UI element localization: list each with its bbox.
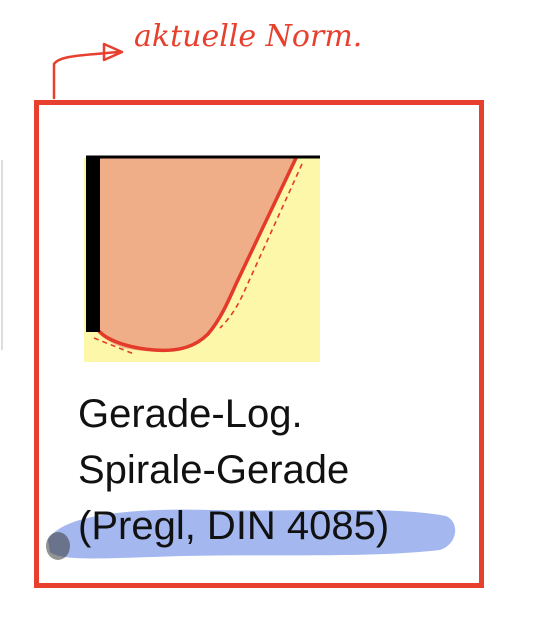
annotation-arrowhead-icon (102, 42, 124, 62)
annotation-arrow (52, 50, 120, 100)
dashed-bottom-line (93, 337, 135, 355)
wall-bar (86, 156, 100, 332)
highlight-frame (34, 100, 484, 588)
profile-fill-area (98, 158, 296, 352)
dashed-reference-line (219, 163, 303, 329)
caption-line-3: (Pregl, DIN 4085) (78, 504, 390, 548)
scan-edge-marks (1, 160, 3, 350)
diagram-caption: Gerade-Log. Spirale-Gerade (Pregl, DIN 4… (78, 386, 478, 554)
caption-line-2: Spirale-Gerade (78, 448, 350, 492)
profile-diagram (84, 155, 320, 362)
profile-curve-line (96, 156, 298, 353)
handwritten-note-text: aktuelle Norm. (134, 19, 362, 54)
caption-line-1: Gerade-Log. (78, 392, 303, 436)
